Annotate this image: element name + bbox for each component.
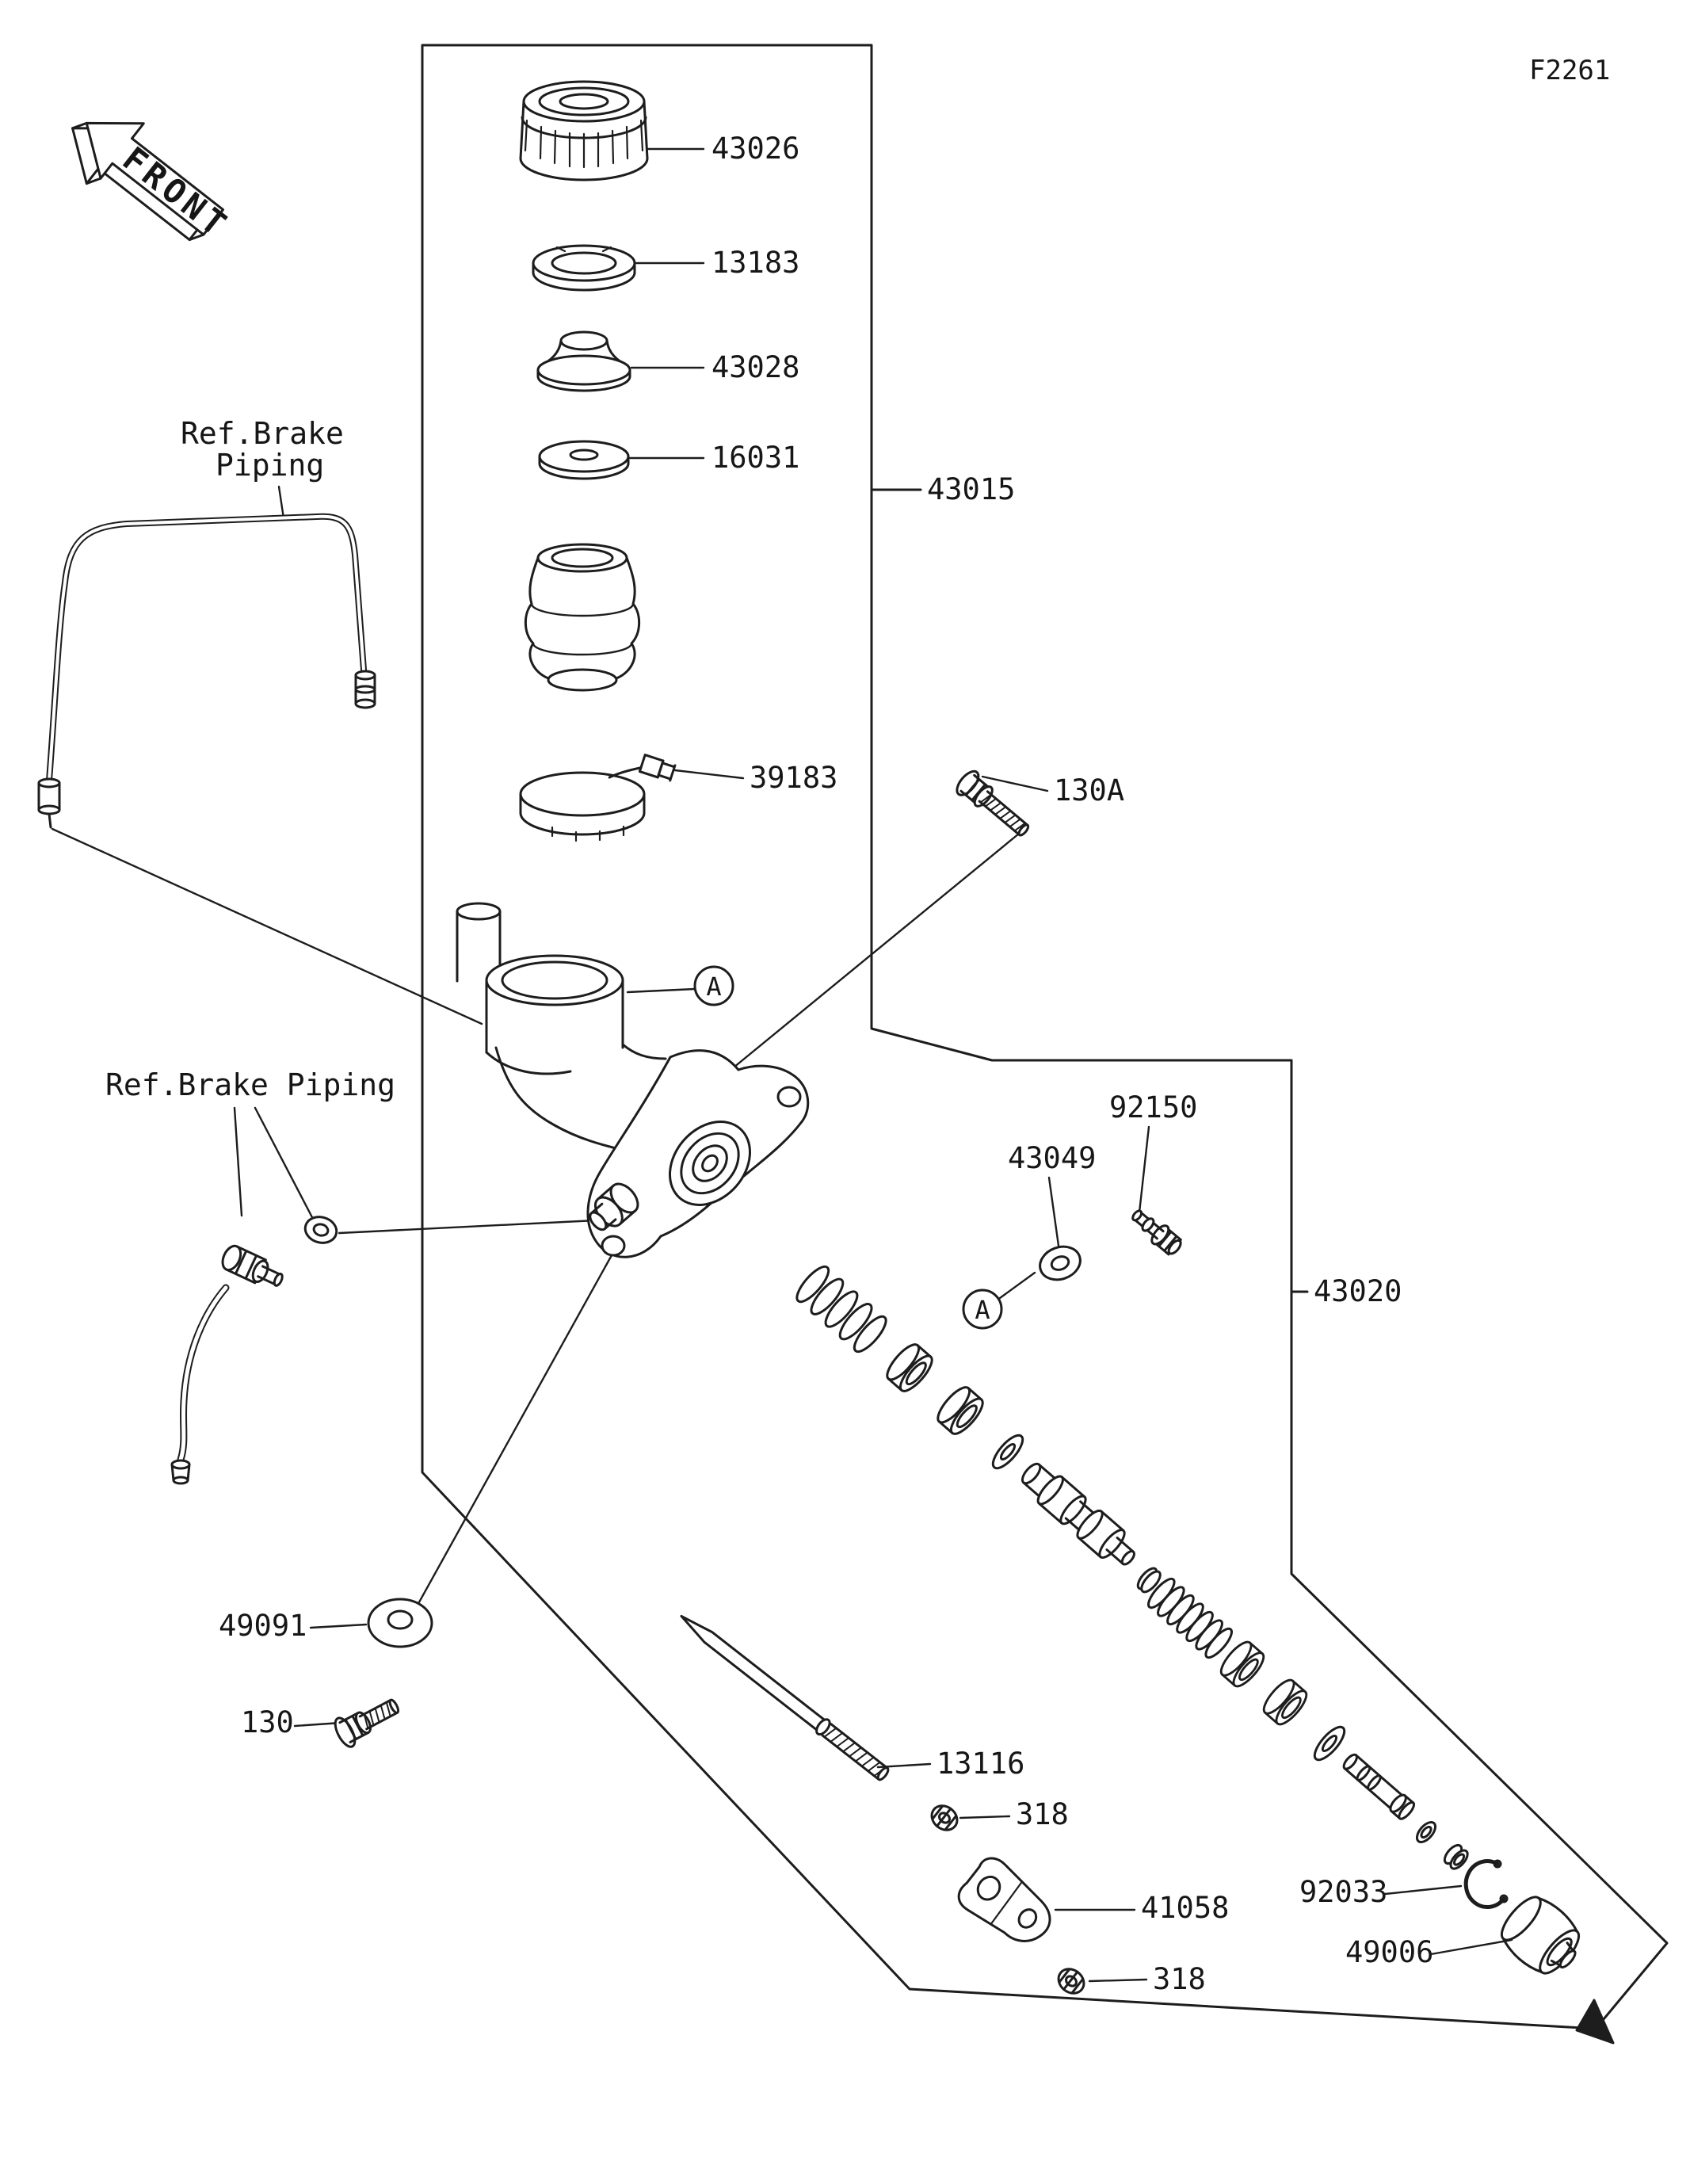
- bolt-130: [334, 1698, 400, 1748]
- reservoir-boot: [524, 543, 641, 692]
- outlet-port: [589, 1182, 639, 1231]
- dust-boot-49006: [1500, 1896, 1581, 1975]
- part-label-43049: 43049: [1008, 1141, 1096, 1175]
- part-label-130a: 130A: [1054, 773, 1124, 808]
- stop-ring-2: [1443, 1843, 1469, 1870]
- brake-hose-mid: [170, 1216, 338, 1485]
- detail-marker-a1-label: A: [706, 972, 721, 1002]
- part-label-49006: 49006: [1345, 1935, 1433, 1969]
- pipe-fitting-lower: [37, 777, 61, 829]
- figure-code: F2261: [1529, 55, 1610, 86]
- part-label-43015: 43015: [927, 472, 1015, 506]
- direction-arrowhead: [1575, 1999, 1615, 2045]
- pipe-fitting-upper: [354, 670, 376, 709]
- rod-joint-41058: [957, 1857, 1051, 1942]
- stop-pin: [1342, 1753, 1416, 1820]
- hose-end-fitting: [170, 1459, 191, 1485]
- hose-union-fitting: [221, 1244, 284, 1287]
- ref-brake-piping-top-line2: Piping: [216, 448, 324, 483]
- valve-92150: [1131, 1209, 1182, 1256]
- detail-marker-a1: [693, 965, 734, 1006]
- clamp-screw: [608, 754, 677, 782]
- piston-kit-chain: [791, 1261, 1581, 1975]
- part-label-92150: 92150: [1109, 1090, 1197, 1124]
- reservoir-cap: [519, 80, 649, 181]
- hose-washer: [303, 1216, 338, 1244]
- leader-lines: [51, 485, 1036, 1617]
- part-label-43020: 43020: [1314, 1274, 1402, 1308]
- piston: [1020, 1462, 1135, 1566]
- part-label-318-lower: 318: [1153, 1962, 1206, 1996]
- stop-ring-1: [1415, 1821, 1437, 1843]
- detail-marker-a2: [962, 1289, 1003, 1330]
- hose-clamp: [519, 754, 677, 842]
- front-direction-marker: [71, 121, 225, 242]
- part-label-39183: 39183: [750, 761, 837, 795]
- part-label-16031: 16031: [711, 441, 799, 475]
- part-label-318-upper: 318: [1016, 1797, 1069, 1831]
- brake-pipe-top: [37, 513, 376, 829]
- washer-43049: [1039, 1245, 1082, 1281]
- cap-plate: [532, 244, 636, 292]
- washer-49091: [367, 1598, 433, 1648]
- detail-marker-a2-label: A: [975, 1295, 990, 1325]
- front-arrow: [85, 121, 225, 236]
- part-label-43026: 43026: [711, 132, 799, 166]
- part-label-41058: 41058: [1141, 1891, 1229, 1925]
- master-cylinder-body: [456, 902, 810, 1258]
- spacer-ring: [1136, 1567, 1162, 1594]
- ref-brake-piping-mid: Ref.Brake Piping: [105, 1067, 395, 1102]
- group-enclosure-outline: [421, 44, 1669, 2030]
- pushrod-13116: [680, 1614, 890, 1781]
- diaphragm: [536, 330, 631, 392]
- bolt-130a: [956, 769, 1030, 837]
- part-label-13183: 13183: [711, 246, 799, 280]
- part-label-43028: 43028: [711, 350, 799, 384]
- reservoir-gasket: [538, 440, 630, 480]
- part-label-13116: 13116: [937, 1747, 1024, 1781]
- ref-brake-piping-top-line1: Ref.Brake: [181, 416, 344, 451]
- part-label-130: 130: [241, 1705, 294, 1739]
- part-label-92033: 92033: [1299, 1875, 1387, 1909]
- part-label-49091: 49091: [219, 1609, 307, 1643]
- part-callout-leaders: [293, 147, 1513, 1983]
- bore-boss-rings: [668, 1121, 752, 1206]
- circlip-92033: [1463, 1859, 1509, 1910]
